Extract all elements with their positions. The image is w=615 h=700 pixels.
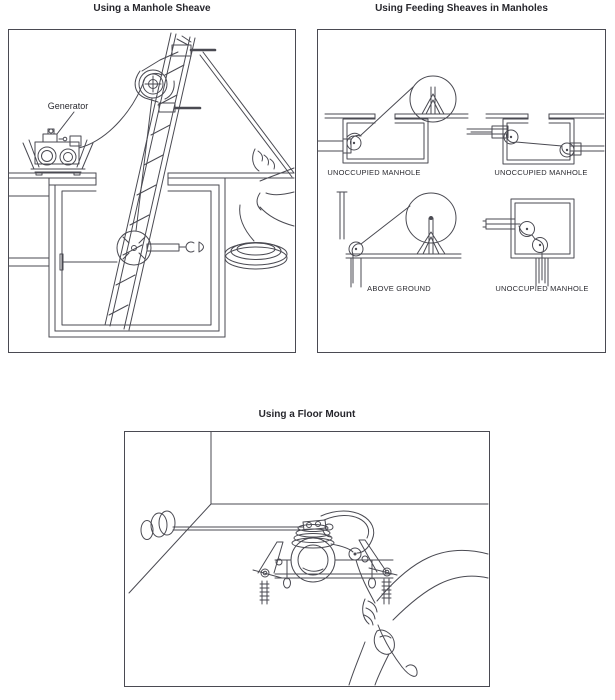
figure-frame-manhole-sheave: Generator [8, 29, 296, 353]
manhole-sheave-pulley [134, 35, 217, 113]
cable-duct [8, 253, 118, 271]
capstan-winch [274, 510, 394, 583]
caption-above-ground: ABOVE GROUND [367, 284, 431, 293]
figure-title-floor-mount: Using a Floor Mount [258, 409, 356, 420]
cable-reel-end [140, 510, 176, 540]
puller-hands-and-rope [348, 549, 489, 686]
feeding-sheaves-drawing [317, 75, 605, 288]
figure-frame-floor-mount [124, 431, 490, 687]
caption-unoccupied-manhole-3: UNOCCUPIED MANHOLE [495, 284, 589, 293]
generator-leader-line [56, 111, 75, 135]
subdiagram-above-ground [336, 191, 462, 288]
floor-mount-anchors [252, 539, 398, 605]
floor-mount-drawing [128, 431, 489, 686]
figure-frame-feeding-sheaves: UNOCCUPIED MANHOLE UNOCCUPIED MANHOLE AB… [317, 29, 606, 353]
caption-unoccupied-manhole-1: UNOCCUPIED MANHOLE [327, 168, 421, 177]
pulling-rope [78, 51, 295, 242]
rope-coil [224, 242, 288, 270]
room-corner [128, 431, 489, 594]
subdiagram-unoccupied-manhole-1 [317, 75, 469, 164]
caption-unoccupied-manhole-2: UNOCCUPIED MANHOLE [494, 168, 588, 177]
ladder [104, 32, 196, 331]
subdiagram-unoccupied-manhole-3 [482, 198, 575, 287]
worker-hands [252, 148, 295, 227]
figure-title-manhole-sheave: Using a Manhole Sheave [93, 3, 211, 14]
pit-sheave-wheel [116, 230, 204, 266]
manhole-sheave-drawing [8, 32, 295, 338]
generator-label: Generator [47, 101, 89, 111]
figure-title-feeding-sheaves: Using Feeding Sheaves in Manholes [375, 3, 548, 14]
subdiagram-unoccupied-manhole-2 [466, 113, 605, 165]
cable-being-pulled [172, 519, 334, 538]
generator-drawing [22, 128, 94, 176]
